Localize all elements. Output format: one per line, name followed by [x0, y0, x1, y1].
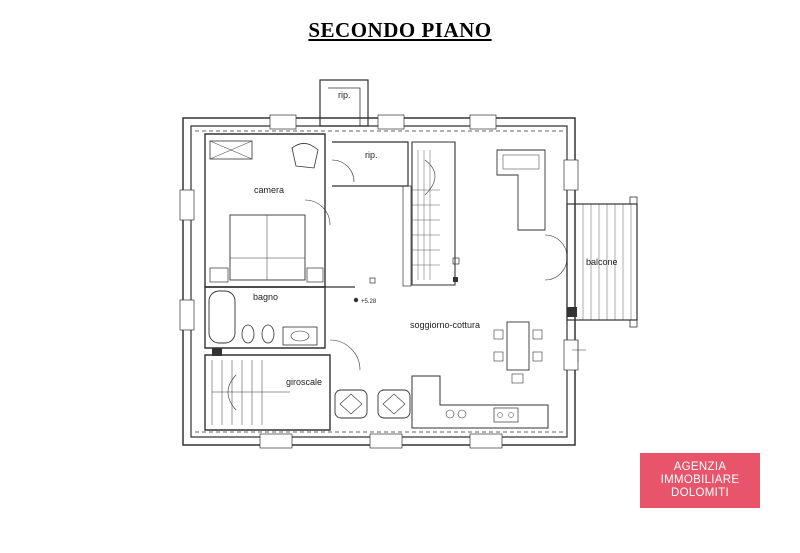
- dining-table: [506, 321, 530, 371]
- stairs: [411, 141, 456, 286]
- bathtub: [208, 290, 236, 344]
- armchair: [334, 389, 368, 419]
- room-label-bagno: bagno: [253, 292, 278, 302]
- giroscale-wall: [204, 354, 331, 431]
- room-label-giroscale: giroscale: [286, 377, 322, 387]
- logo-line-3: DOLOMITI: [671, 487, 729, 499]
- bed: [229, 214, 306, 281]
- room-label-rip-top: rip.: [338, 90, 351, 100]
- rip-top-box: [319, 79, 369, 127]
- page-title: SECONDO PIANO: [308, 18, 492, 42]
- inner-wall: [190, 125, 568, 438]
- kitchen-counter: [411, 375, 549, 429]
- bagno-wall: [204, 286, 326, 349]
- outer-wall: [182, 117, 576, 446]
- logo-line-2: IMMOBILIARE: [660, 474, 740, 486]
- camera-wall: [204, 133, 326, 288]
- sofa: [496, 149, 546, 231]
- room-label-rip: rip.: [365, 150, 378, 160]
- height-marker: +5.28: [361, 299, 377, 305]
- room-label-soggiorno: soggiorno-cottura: [410, 320, 480, 330]
- rip-wall: [332, 141, 409, 187]
- agency-logo: AGENZIA IMMOBILIARE DOLOMITI: [640, 453, 760, 508]
- logo-line-1: AGENZIA: [673, 461, 727, 473]
- room-label-balcone: balcone: [586, 257, 618, 267]
- balcone-deck: [566, 203, 638, 321]
- room-label-camera: camera: [254, 185, 284, 195]
